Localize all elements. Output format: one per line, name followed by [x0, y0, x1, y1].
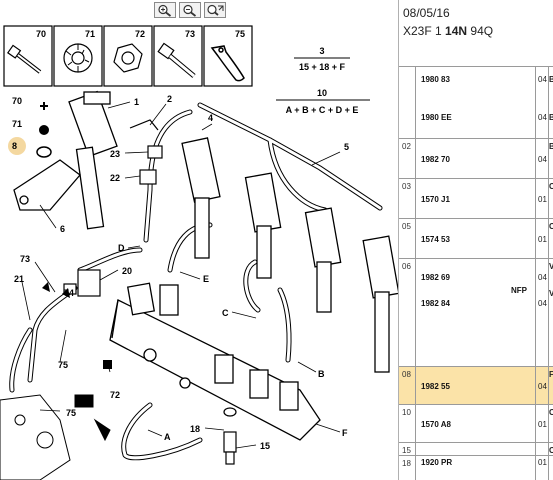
parts-drawing: 70 71 72 73 75 — [0, 25, 398, 480]
bolt-73-icon — [157, 42, 196, 78]
part-row[interactable]: 02 1982 70 04 B — [399, 138, 553, 178]
callout-2: 2 — [167, 94, 172, 104]
legend-71: 71 — [85, 29, 95, 39]
part-number[interactable]: 1920 PR — [421, 458, 453, 467]
part-row[interactable]: 18 — [399, 455, 553, 480]
part-row[interactable]: 05 1574 53 01 C — [399, 218, 553, 258]
screw-70-icon — [7, 44, 42, 74]
formula-3: 3 15 + 18 + F — [294, 46, 350, 72]
parts-list-panel: 08/05/16 X23F 1 14N 94Q 1980 83 1980 EE … — [398, 0, 553, 480]
svg-text:10: 10 — [317, 88, 327, 98]
sensor-15 — [223, 407, 237, 465]
sensor-20 — [63, 269, 101, 297]
nut-72-icon — [113, 43, 143, 73]
part-number[interactable]: 1570 J1 — [421, 195, 450, 204]
svg-text:3: 3 — [319, 46, 324, 56]
part-number[interactable]: 1574 53 — [421, 235, 450, 244]
callout-B: B — [318, 369, 325, 379]
pump — [0, 394, 111, 480]
leader-lines — [21, 101, 341, 449]
hardware-legend — [3, 25, 253, 87]
callout-15: 15 — [260, 441, 270, 451]
callout-71: 71 — [12, 119, 22, 129]
washer-71-icon — [63, 43, 93, 73]
callout-70: 70 — [12, 96, 22, 106]
callout-22: 22 — [110, 173, 120, 183]
panel-header: 08/05/16 X23F 1 14N 94Q — [399, 0, 553, 67]
legend-73: 73 — [185, 29, 195, 39]
callout-1: 1 — [134, 97, 139, 107]
zoom-reset-button[interactable] — [204, 2, 226, 18]
arrow-markers — [42, 282, 70, 298]
callout-D: D — [118, 243, 125, 253]
callouts: 70 71 8 1 2 23 22 6 5 4 D E 20 73 21 74 … — [12, 94, 349, 451]
legend-numbers: 70 71 72 73 75 — [36, 29, 245, 39]
zoom-reset-icon — [207, 4, 224, 16]
callout-75: 75 — [58, 360, 68, 370]
washer-stack — [8, 102, 52, 158]
injectors — [68, 90, 398, 373]
zoom-in-button[interactable] — [154, 2, 176, 18]
legend-70: 70 — [36, 29, 46, 39]
callout-75b: 75 — [66, 408, 76, 418]
zoom-out-button[interactable] — [179, 2, 201, 18]
vehicle-code: X23F 1 14N 94Q — [403, 24, 494, 38]
part-number[interactable]: 1982 55 — [421, 382, 450, 391]
part-number[interactable]: 1982 70 — [421, 155, 450, 164]
catalog-date: 08/05/16 — [403, 6, 450, 20]
part-number[interactable]: 1570 A8 — [421, 420, 451, 429]
zoom-in-icon — [158, 4, 172, 17]
callout-18: 18 — [190, 424, 200, 434]
legend-72: 72 — [135, 29, 145, 39]
zoom-out-icon — [183, 4, 197, 17]
callout-4: 4 — [208, 113, 213, 123]
callout-E: E — [203, 274, 209, 284]
callout-F: F — [342, 428, 348, 438]
zoom-toolbar — [154, 2, 226, 18]
callout-23: 23 — [110, 149, 120, 159]
callout-8: 8 — [12, 141, 17, 151]
marker-72 — [103, 360, 112, 369]
callout-72: 72 — [110, 390, 120, 400]
part-number[interactable]: 1980 EE — [421, 113, 452, 122]
callout-73: 73 — [20, 254, 30, 264]
nfp-flag: NFP — [511, 286, 527, 295]
brackets — [129, 119, 163, 185]
svg-text:A + B + C + D + E: A + B + C + D + E — [286, 105, 359, 115]
exploded-parts-diagram[interactable]: 70 71 72 73 75 — [0, 0, 398, 480]
callout-5: 5 — [344, 142, 349, 152]
callout-A: A — [164, 432, 171, 442]
clamp-6 — [13, 159, 81, 211]
part-row[interactable]: 03 1570 J1 01 C — [399, 178, 553, 218]
part-number[interactable]: 1982 69 — [421, 273, 450, 282]
common-rail — [109, 282, 321, 441]
callout-21: 21 — [14, 274, 24, 284]
callout-74: 74 — [64, 288, 74, 298]
callout-C: C — [222, 308, 229, 318]
part-number[interactable]: 1980 83 — [421, 75, 450, 84]
formula-10: 10 A + B + C + D + E — [276, 88, 370, 115]
svg-text:15 + 18 + F: 15 + 18 + F — [299, 62, 346, 72]
clamp-75-icon — [210, 45, 245, 82]
legend-75: 75 — [235, 29, 245, 39]
part-number[interactable]: 1982 84 — [421, 299, 450, 308]
part-row[interactable]: 06 1982 69 1982 84 NFP 04 04 V V — [399, 258, 553, 366]
part-row-selected[interactable]: 08 1982 55 04 F — [399, 366, 553, 404]
callout-6: 6 — [60, 224, 65, 234]
part-row[interactable]: 10 1570 A8 01 C — [399, 404, 553, 442]
callout-20: 20 — [122, 266, 132, 276]
part-row[interactable]: 1980 83 1980 EE 04 04 B B — [399, 66, 553, 138]
